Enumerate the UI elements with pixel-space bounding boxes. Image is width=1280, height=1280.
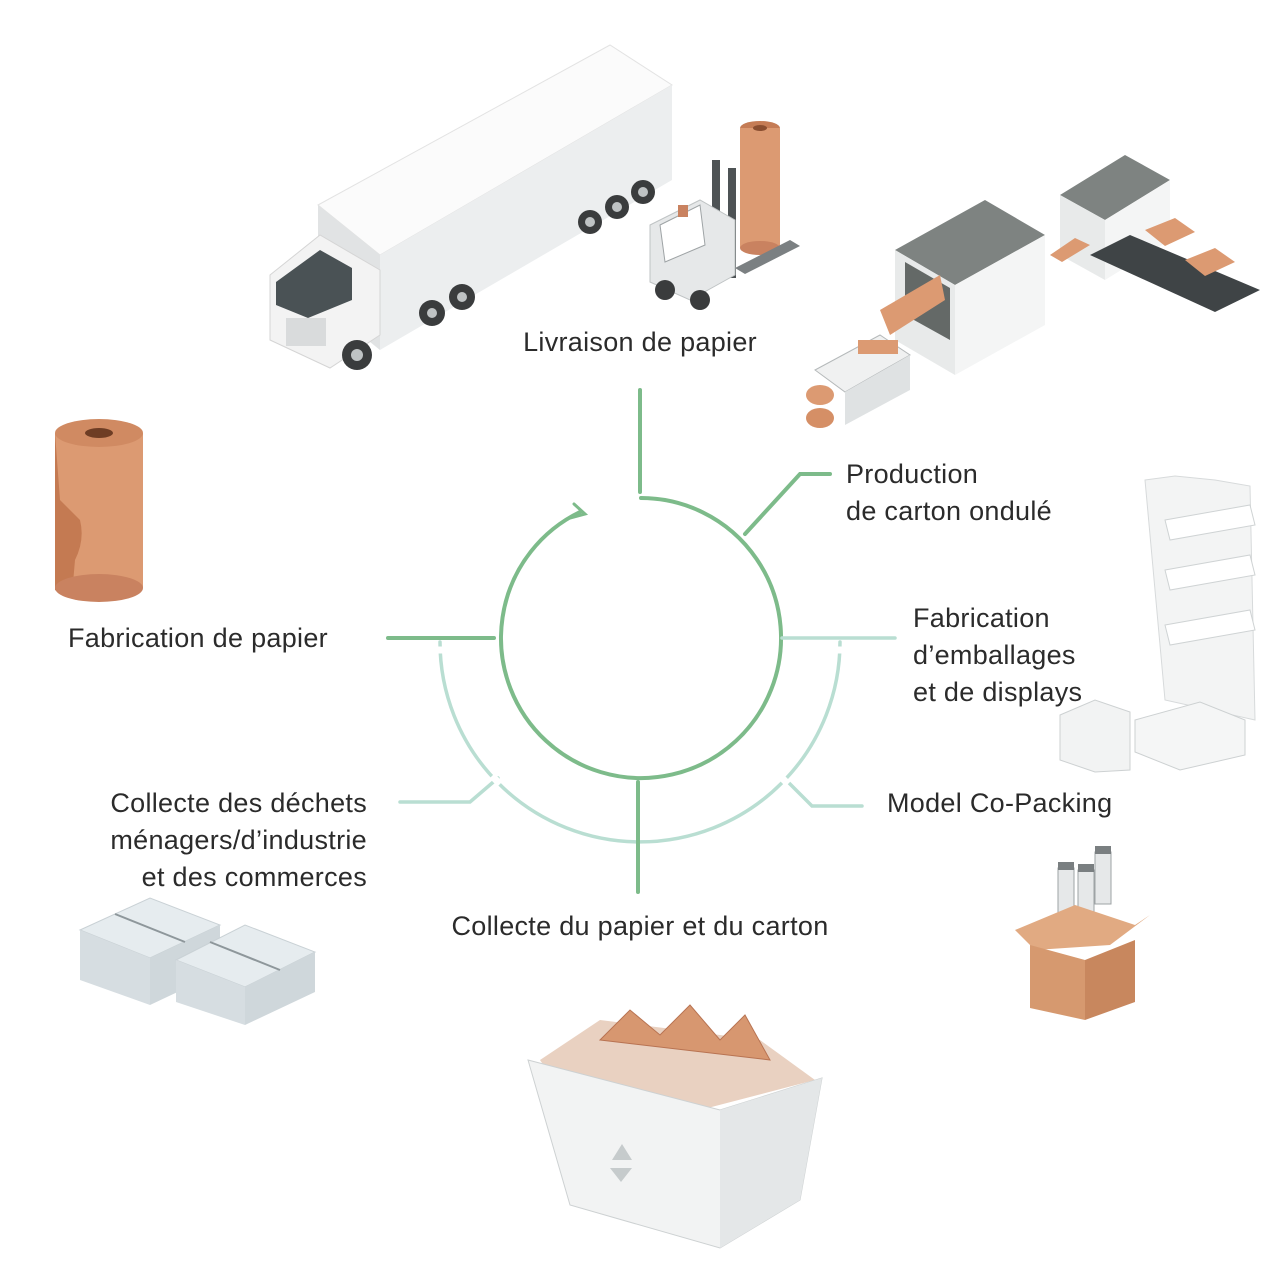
secondary-cycle-ring [398,636,897,894]
label-waste-collection: Collecte des déchets ménagers/d’industri… [40,785,367,896]
label-line: d’emballages [913,640,1076,670]
label-line: et de displays [913,677,1083,707]
truck-icon [269,44,673,370]
label-co-packing: Model Co-Packing [887,785,1112,822]
label-line: et des commerces [141,862,367,892]
forklift-icon [649,121,800,310]
label-line: Fabrication de papier [68,623,328,653]
label-collection-paper-cardboard: Collecte du papier et du carton [395,908,885,945]
label-corrugated-production: Production de carton ondulé [846,456,1052,530]
display-shelf-icon [1059,475,1256,773]
label-paper-delivery: Livraison de papier [475,324,805,361]
label-line: Production [846,459,979,489]
label-line: ménagers/d’industrie [110,825,367,855]
secondary-gaps [436,646,846,787]
paper-roll-icon [55,419,143,602]
label-line: Model Co-Packing [887,788,1113,818]
corrugator-machine-icon [806,155,1260,428]
main-cycle-ring [386,388,832,780]
main-cycle-dashes [590,491,633,510]
label-line: Fabrication [913,603,1050,633]
label-packaging-displays: Fabrication d’emballages et de displays [913,600,1082,711]
paper-bales-icon [78,897,317,1025]
label-paper-manufacturing: Fabrication de papier [68,620,328,657]
recycling-skip-icon [527,1004,823,1249]
label-line: de carton ondulé [846,496,1052,526]
label-line: Collecte du papier et du carton [451,911,829,941]
cosmetic-box-icon [1015,846,1150,1020]
label-line: Livraison de papier [523,327,757,357]
label-line: Collecte des déchets [110,788,367,818]
